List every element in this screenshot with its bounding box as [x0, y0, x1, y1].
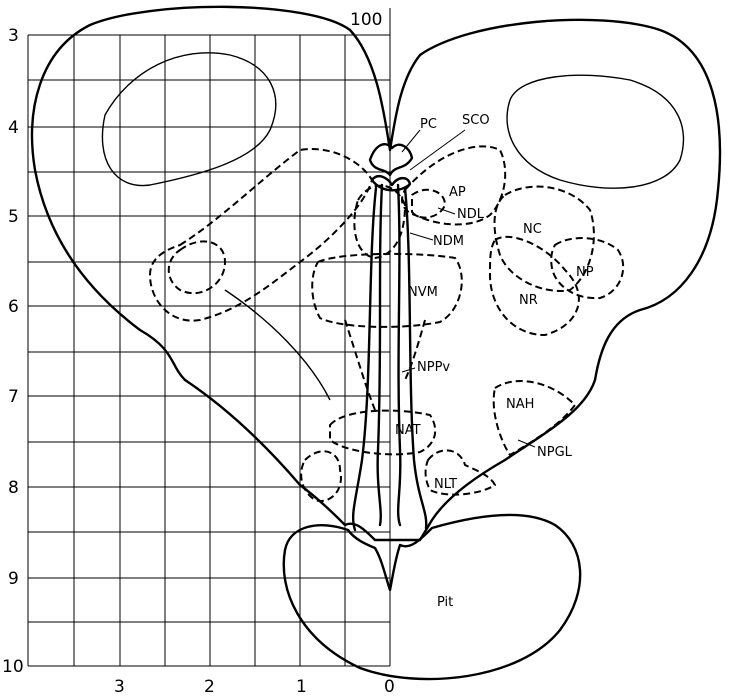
- brain-outline: [32, 7, 720, 540]
- x-axis: 3 2 1 0: [114, 677, 395, 697]
- right-inner-structure: [507, 75, 683, 188]
- nucleus-ndl: [412, 190, 445, 218]
- region-label-pc: PC: [420, 117, 437, 132]
- region-label-nat: NAT: [395, 423, 421, 438]
- nucleus-left-large: [150, 149, 372, 321]
- y-tick-label: 4: [8, 118, 19, 138]
- region-label-sco: SCO: [462, 113, 490, 128]
- nucleus-nvm: [312, 254, 462, 327]
- region-label-nlt: NLT: [434, 477, 457, 492]
- region-label-nc: NC: [523, 222, 542, 237]
- region-label-ap: AP: [449, 185, 466, 200]
- region-label-np: NP: [576, 265, 594, 280]
- region-label-ndl: NDL: [457, 207, 485, 222]
- nucleus-nah: [494, 381, 575, 455]
- x-tick-label: 1: [296, 677, 307, 697]
- nucleus-left-lower: [301, 451, 341, 501]
- coordinate-grid: [28, 8, 390, 666]
- top-scale-label: 100: [350, 10, 382, 30]
- y-tick-label: 6: [8, 297, 19, 317]
- y-tick-label: 8: [8, 478, 19, 498]
- region-label-pit: Pit: [437, 595, 453, 610]
- y-tick-label: 9: [8, 569, 19, 589]
- region-label-nah: NAH: [506, 397, 534, 412]
- nucleus-nr: [490, 237, 579, 335]
- y-axis: 3 4 5 6 7 8 9 10: [2, 26, 24, 677]
- region-label-nppv: NPPv: [417, 360, 450, 375]
- y-tick-label: 10: [2, 657, 24, 677]
- region-label-nr: NR: [519, 293, 538, 308]
- third-ventricle: [378, 185, 401, 525]
- x-tick-label: 2: [204, 677, 215, 697]
- x-tick-label: 0: [384, 677, 395, 697]
- region-label-ndm: NDM: [433, 234, 464, 249]
- y-tick-label: 3: [8, 26, 19, 46]
- left-inner-structure: [102, 53, 275, 186]
- nucleus-left-small: [169, 241, 225, 293]
- y-tick-label: 5: [8, 207, 19, 227]
- ventricle-outer-right: [405, 188, 426, 528]
- region-label-nvm: NVM: [408, 285, 438, 300]
- x-tick-label: 3: [114, 677, 125, 697]
- pituitary-outline: [284, 515, 580, 679]
- region-label-npgl: NPGL: [537, 445, 573, 460]
- y-tick-label: 7: [8, 387, 19, 407]
